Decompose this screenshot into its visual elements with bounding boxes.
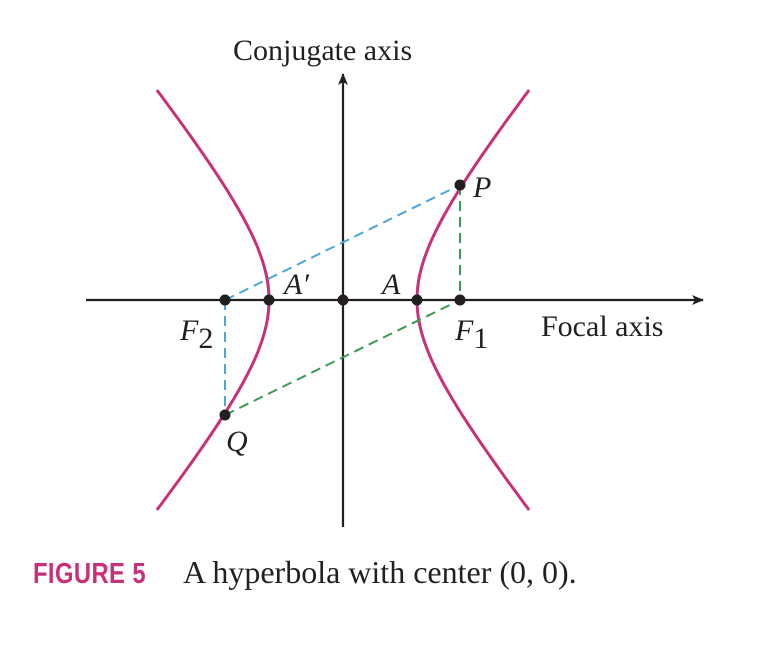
point-f2 bbox=[219, 294, 231, 306]
point-p bbox=[454, 179, 466, 191]
figure-caption: FIGURE 5 A hyperbola with center (0, 0). bbox=[33, 554, 577, 591]
figure-number: FIGURE 5 bbox=[33, 558, 146, 590]
point-a bbox=[411, 294, 423, 306]
green-dashed-qf1 bbox=[224, 299, 461, 416]
label-a-prime: A′ bbox=[282, 268, 309, 301]
focal-axis-label: Focal axis bbox=[541, 310, 663, 343]
point-center bbox=[337, 294, 349, 306]
conjugate-axis-label: Conjugate axis bbox=[233, 34, 412, 67]
point-q bbox=[219, 409, 231, 421]
label-q: Q bbox=[226, 425, 248, 458]
blue-dashed-pf2 bbox=[224, 184, 461, 301]
label-p: P bbox=[472, 171, 491, 204]
point-f1 bbox=[454, 294, 466, 306]
label-f2: F2 bbox=[179, 314, 213, 355]
label-a: A bbox=[380, 268, 401, 301]
point-a-prime bbox=[263, 294, 275, 306]
label-f1: F1 bbox=[454, 314, 488, 355]
caption-text: A hyperbola with center (0, 0). bbox=[183, 554, 577, 590]
